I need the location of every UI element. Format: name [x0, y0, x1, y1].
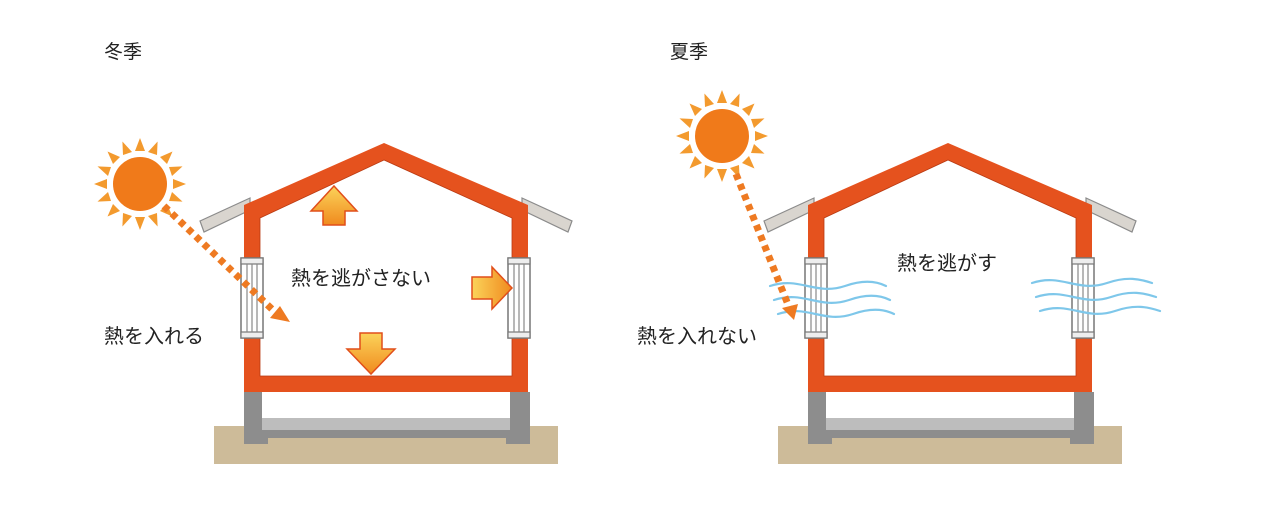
heat-arrow-icon: [471, 265, 514, 311]
wind-icon: [1030, 277, 1162, 315]
heat-arrow-icon: [345, 332, 397, 376]
summer-title: 夏季: [670, 41, 708, 63]
roof-eave-left: [199, 197, 251, 233]
sun-icon: [676, 90, 768, 182]
roof-eave-right: [1085, 197, 1137, 233]
label-release-heat: 熱を逃がす: [897, 251, 997, 275]
winter-title: 冬季: [104, 41, 142, 63]
heat-blocked-arrow: [732, 172, 793, 309]
roof-eave-right: [521, 197, 573, 233]
label-heat-not-in: 熱を入れない: [637, 324, 757, 348]
label-heat-in: 熱を入れる: [104, 324, 204, 348]
window-icon: [507, 257, 531, 339]
heat-arrow-icon: [309, 184, 359, 226]
wind-icon: [768, 280, 896, 318]
window-icon: [804, 257, 828, 339]
heat-in-arrow: [161, 203, 279, 316]
roof-eave-left: [763, 197, 815, 233]
winter-panel: 冬季 熱を逃がさない 熱を入れる: [94, 41, 573, 464]
label-keep-heat: 熱を逃がさない: [291, 266, 431, 290]
summer-panel: 夏季 熱を逃がす 熱を入れない: [637, 41, 1162, 464]
